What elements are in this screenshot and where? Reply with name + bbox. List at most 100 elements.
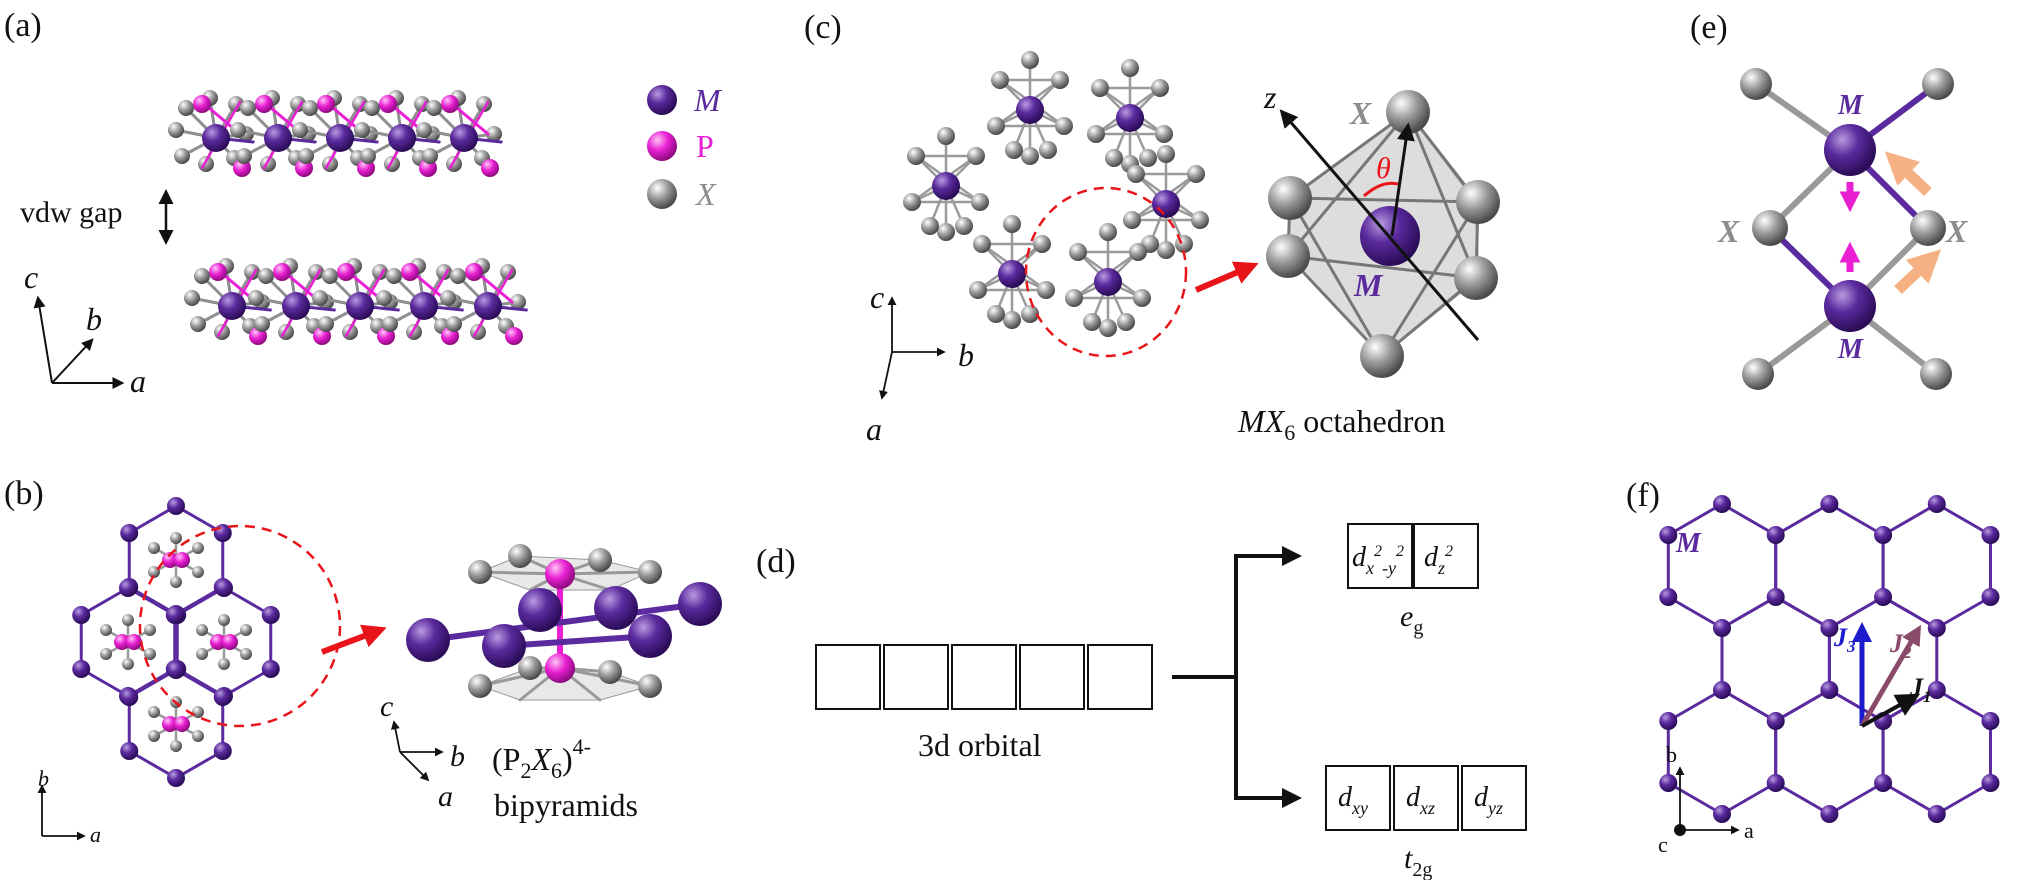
chalcogen-atom [198, 156, 214, 172]
theta-arc [1363, 181, 1399, 198]
chalcogen-atom [170, 532, 182, 544]
chalcogen-atom [406, 324, 422, 340]
axis-b-label: b [86, 301, 102, 337]
chalcogen-atom [190, 316, 206, 332]
bond [1774, 595, 1831, 630]
phosphorus-atom [174, 552, 190, 568]
metal-atom [1824, 280, 1876, 332]
metal-atom [213, 742, 232, 760]
metal-atom [410, 292, 438, 320]
bond [1881, 502, 1939, 537]
metal-atom [1152, 190, 1180, 218]
metal-atom [1820, 495, 1839, 513]
chalcogen-atom [1083, 313, 1101, 331]
chalcogen-atom [240, 100, 256, 116]
chalcogen-atom [1051, 71, 1069, 89]
metal-atom [120, 688, 139, 706]
chalcogen-atom [518, 656, 542, 680]
bond [1286, 110, 1410, 258]
vdw-gap-label: vdw gap [20, 196, 122, 229]
chalcogen-atom [148, 542, 160, 554]
chalcogen-atom [1033, 235, 1051, 253]
axis-a-arrow-c [879, 351, 893, 400]
chalcogen-atom [342, 324, 358, 340]
chalcogen-atom [312, 290, 328, 306]
phosphorus-atom [379, 95, 397, 113]
chalcogen-atom [322, 156, 338, 172]
metal-atom [1766, 588, 1785, 606]
phosphorus-atom [337, 263, 355, 281]
chalcogen-atom [955, 217, 973, 235]
legend-chalcogen-atom [647, 179, 677, 209]
chalcogen-atom [218, 658, 230, 670]
axis-b-label-c: b [958, 337, 974, 373]
chalcogen-atom [122, 658, 134, 670]
chalcogen-atom [122, 614, 134, 626]
bond [558, 570, 652, 576]
phosphorus-atom [126, 634, 142, 650]
metal-atom [1981, 588, 2000, 606]
chalcogen-atom [1456, 180, 1500, 224]
chalcogen-atom [1139, 149, 1157, 167]
chalcogen-atom [1151, 79, 1169, 97]
octa-m-label: M [1353, 267, 1384, 303]
chalcogen-atom [1360, 334, 1404, 378]
legend-phosphorus-atom [647, 131, 677, 161]
metal-atom [594, 586, 638, 630]
metal-atom [1824, 124, 1876, 176]
zoom-arrow-b [320, 624, 387, 655]
chalcogen-atom [214, 324, 230, 340]
bond [1935, 688, 1992, 723]
selection-circle-b [138, 524, 342, 728]
metal-atom [326, 124, 354, 152]
chalcogen-atom [1922, 68, 1954, 100]
chalcogen-atom [440, 290, 456, 306]
chalcogen-atom [376, 290, 392, 306]
panel-e-tag: (e) [1690, 9, 1728, 46]
metal-atom [1927, 495, 1946, 513]
panel-e: (e) M M X X [1690, 9, 1968, 390]
metal-atom [1766, 712, 1785, 730]
axis-a-3d-label: a [438, 780, 453, 813]
chalcogen-atom [196, 624, 208, 636]
chalcogen-atom [100, 624, 112, 636]
bond [1774, 688, 1831, 723]
legend-chalcogen-label: X [694, 176, 717, 212]
bond [1774, 502, 1831, 537]
chalcogen-atom [422, 148, 438, 164]
chalcogen-atom [1910, 210, 1946, 246]
honeycomb-lattice [1659, 495, 2000, 823]
metal-atom [678, 582, 722, 626]
chalcogen-atom [192, 542, 204, 554]
chalcogen-atom [1105, 149, 1123, 167]
t2g-boxes: dxy dxz dyz t2g [1325, 765, 1527, 880]
chalcogen-atom [244, 264, 260, 280]
panel-d: (d) 3d orbital dx2-y2 dz2 eg dxy [756, 523, 1527, 880]
panel-a: (a) M P X vdw gap c b a [4, 7, 723, 399]
chalcogen-atom [298, 148, 314, 164]
legend-phosphorus-label: P [696, 128, 714, 164]
orbital-box [815, 644, 881, 710]
bond [1666, 502, 1724, 537]
chalcogen-atom [1037, 281, 1055, 299]
chalcogen-atom [1123, 211, 1141, 229]
chalcogen-atom [1099, 319, 1117, 337]
octa-x-label: X [1349, 95, 1372, 131]
chalcogen-atom [971, 193, 989, 211]
axes-b-3d: c b a [380, 690, 465, 813]
metal-atom [264, 124, 292, 152]
chalcogen-atom [196, 648, 208, 660]
chalcogen-atom [144, 624, 156, 636]
axis-a-small-label: a [90, 822, 101, 847]
axis-c-dot [1674, 824, 1686, 836]
theta-label: θ [1376, 152, 1391, 185]
chalcogen-atom [1021, 51, 1039, 69]
metal-atom [1820, 681, 1839, 699]
t2g-box-dyz [1461, 765, 1527, 831]
metal-atom [1713, 495, 1731, 513]
phosphorus-atom [222, 634, 238, 650]
j1-vector [1861, 693, 1921, 728]
e-x-left-label: X [1717, 213, 1740, 249]
axis-a-label: a [130, 363, 146, 399]
